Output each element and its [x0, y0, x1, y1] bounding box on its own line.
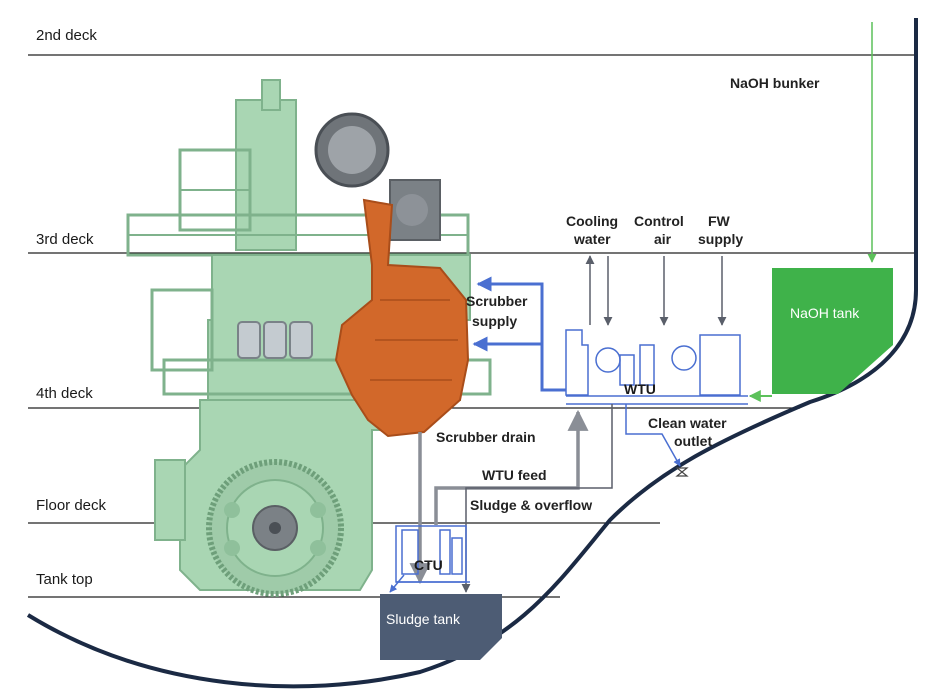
- hull-outline: [26, 18, 918, 689]
- wtu-feed-label: WTU feed: [482, 467, 547, 483]
- scrubber-supply-line: [476, 276, 566, 392]
- naoh-tank: [772, 268, 893, 394]
- scrubber-supply-label-1: Scrubber: [466, 293, 528, 309]
- cooling-water-label-2: water: [573, 231, 611, 247]
- wtu-unit: [565, 329, 748, 405]
- clean-water-outlet-label-1: Clean water: [648, 415, 727, 431]
- deck-label-2nd: 2nd deck: [36, 27, 97, 44]
- control-air-label-2: air: [654, 231, 672, 247]
- clean-water-valve-icon: [675, 467, 689, 477]
- deck-label-tanktop: Tank top: [36, 571, 93, 588]
- scrubber-drain-label: Scrubber drain: [436, 429, 536, 445]
- control-air-label-1: Control: [634, 213, 684, 229]
- fw-supply-label-2: supply: [698, 231, 743, 247]
- ctu-unit: [395, 525, 470, 583]
- deck-label-floor: Floor deck: [36, 497, 107, 514]
- deck-label-3rd: 3rd deck: [36, 231, 94, 248]
- clean-water-outlet-line: [625, 404, 681, 467]
- clean-water-outlet-label-2: outlet: [674, 433, 712, 449]
- ctu-to-sludge-arrow: [389, 574, 405, 593]
- ctu-label: CTU: [414, 557, 443, 573]
- naoh-bunker-label: NaOH bunker: [730, 75, 820, 91]
- sludge-overflow-label: Sludge & overflow: [470, 497, 592, 513]
- fw-supply-label-1: FW: [708, 213, 731, 229]
- scrubber-supply-label-2: supply: [472, 313, 517, 329]
- sludge-tank: [380, 594, 502, 660]
- cooling-water-label-1: Cooling: [566, 213, 618, 229]
- scrubber-unit: [334, 198, 470, 438]
- sludge-tank-label: Sludge tank: [386, 611, 461, 627]
- wtu-label: WTU: [624, 381, 656, 397]
- deck-label-4th: 4th deck: [36, 385, 93, 402]
- naoh-tank-label: NaOH tank: [790, 305, 860, 321]
